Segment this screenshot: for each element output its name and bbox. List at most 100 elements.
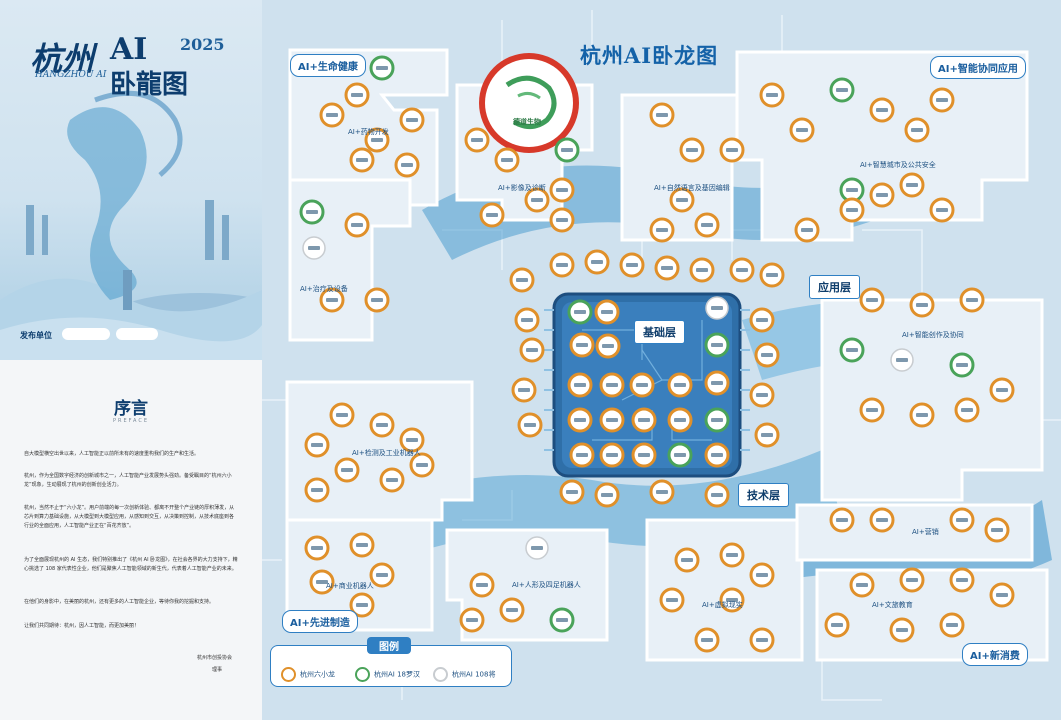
company-logo-mark [606, 383, 618, 387]
company-logo-mark [576, 343, 588, 347]
subsector-drug: AI+药物开发 [348, 128, 389, 136]
company-logo-mark [956, 363, 968, 367]
company-logo-mark [701, 223, 713, 227]
company-logo-mark [311, 546, 323, 550]
company-logo-mark [726, 553, 738, 557]
company-logo-mark [306, 210, 318, 214]
subsector-treatment: AI+治疗及设备 [300, 285, 348, 293]
company-logo-mark [996, 388, 1008, 392]
company-logo-mark [676, 198, 688, 202]
company-logo-mark [896, 358, 908, 362]
company-logo-mark [996, 593, 1008, 597]
legend-item-label: 杭州AI 108将 [452, 670, 496, 679]
company-logo-mark [936, 208, 948, 212]
company-logo-mark [518, 388, 530, 392]
subsector-vr: AI+虚拟现实 [702, 601, 743, 609]
company-logo-mark [636, 383, 648, 387]
subsector-commerce-robot: AI+商业机器人 [326, 582, 374, 590]
company-logo-mark [991, 528, 1003, 532]
company-logo-mark [936, 98, 948, 102]
preface-signature-org: 杭州市创投协会 [196, 655, 232, 661]
company-logo-mark [681, 558, 693, 562]
company-logo-mark [906, 578, 918, 582]
subsector-culture: AI+文旅教育 [872, 601, 913, 609]
company-logo-mark [696, 268, 708, 272]
company-logo-mark [736, 268, 748, 272]
company-logo-mark [626, 263, 638, 267]
company-logo-mark [666, 598, 678, 602]
company-logo-mark [602, 344, 614, 348]
company-logo-mark [556, 218, 568, 222]
map-title: 杭州AI卧龙图 [580, 43, 719, 68]
company-logo-mark [601, 310, 613, 314]
company-logo-mark [501, 158, 513, 162]
company-logo-mark [376, 66, 388, 70]
company-logo-mark [756, 318, 768, 322]
highlight-company-badge [479, 53, 579, 153]
company-logo-mark [674, 453, 686, 457]
company-logo-mark [876, 108, 888, 112]
cover-title-wolong: 卧龍图 [110, 70, 189, 100]
sector-tag-life-health: AI+生命健康 [290, 54, 366, 77]
cover-panel: 杭州 AI 2025 HANGZHOU AI 卧龍图 发布单位 [0, 0, 262, 360]
company-logo-mark [711, 381, 723, 385]
company-logo-mark [961, 408, 973, 412]
layer-tag-application: 应用层 [809, 275, 860, 299]
sector-tag-advanced-manufacturing: AI+先进制造 [282, 610, 358, 633]
company-logo-mark [866, 298, 878, 302]
company-logo-mark [911, 128, 923, 132]
company-logos [299, 55, 1015, 653]
legend: 图例 杭州六小龙 杭州AI 18罗汉 杭州AI 108将 [270, 637, 512, 687]
company-logo-mark [638, 453, 650, 457]
company-logo-mark [526, 348, 538, 352]
company-logo-mark [516, 278, 528, 282]
company-logo-mark [674, 418, 686, 422]
preface-paragraph: 杭州，当然不止于“六小龙”。用户前端的每一次创新体验、都离不开整个产业链的厚积薄… [24, 505, 235, 529]
company-logo-mark [506, 608, 518, 612]
legend-item-label: 杭州六小龙 [300, 670, 335, 679]
publisher-logo-2 [116, 328, 158, 340]
region-nlp [620, 93, 754, 242]
subsector-imaging: AI+影像及诊断 [498, 184, 546, 192]
company-logo-mark [356, 603, 368, 607]
company-logo-mark [476, 583, 488, 587]
company-logo-mark [766, 93, 778, 97]
company-logo-mark [866, 408, 878, 412]
sector-tag-smart-apps: AI+智能协同应用 [930, 56, 1026, 79]
subsector-marketing: AI+营销 [912, 528, 939, 536]
company-logo-mark [561, 148, 573, 152]
layer-tag-foundation: 基础层 [634, 320, 685, 344]
company-logo-mark [761, 353, 773, 357]
company-logo-mark [946, 623, 958, 627]
sector-tag-new-consumption: AI+新消费 [962, 643, 1028, 666]
company-logo-mark [766, 273, 778, 277]
preface-signature-role: 理事 [211, 667, 222, 673]
company-logo-mark [674, 383, 686, 387]
company-logo-mark [486, 213, 498, 217]
company-logo-mark [386, 478, 398, 482]
company-logo-mark [711, 306, 723, 310]
company-logo-mark [574, 383, 586, 387]
company-logo-mark [796, 128, 808, 132]
company-logo-mark [406, 118, 418, 122]
company-logo-mark [351, 223, 363, 227]
company-logo-mark [336, 413, 348, 417]
company-logo-mark [574, 418, 586, 422]
company-logo-mark [656, 490, 668, 494]
preface-subtitle: PREFACE [112, 418, 150, 424]
ai-ecosystem-map: 杭州AI卧龙图 德道生物 AI+生命健康 AI+智能协同应用 AI+先进制造 A… [262, 0, 1061, 720]
company-logo-mark [756, 638, 768, 642]
left-panel: 杭州 AI 2025 HANGZHOU AI 卧龍图 发布单位 序言 PREFA… [0, 0, 262, 720]
map-graphics [262, 10, 1061, 701]
company-logo-mark [906, 183, 918, 187]
company-logo-mark [711, 343, 723, 347]
company-logo-mark [371, 298, 383, 302]
company-logo-mark [341, 468, 353, 472]
company-logo-mark [756, 393, 768, 397]
company-logo-mark [876, 193, 888, 197]
region-culture [815, 568, 1049, 662]
company-logo-mark [876, 518, 888, 522]
company-logo-mark [471, 138, 483, 142]
company-logo-mark [401, 163, 413, 167]
company-logo-mark [416, 463, 428, 467]
